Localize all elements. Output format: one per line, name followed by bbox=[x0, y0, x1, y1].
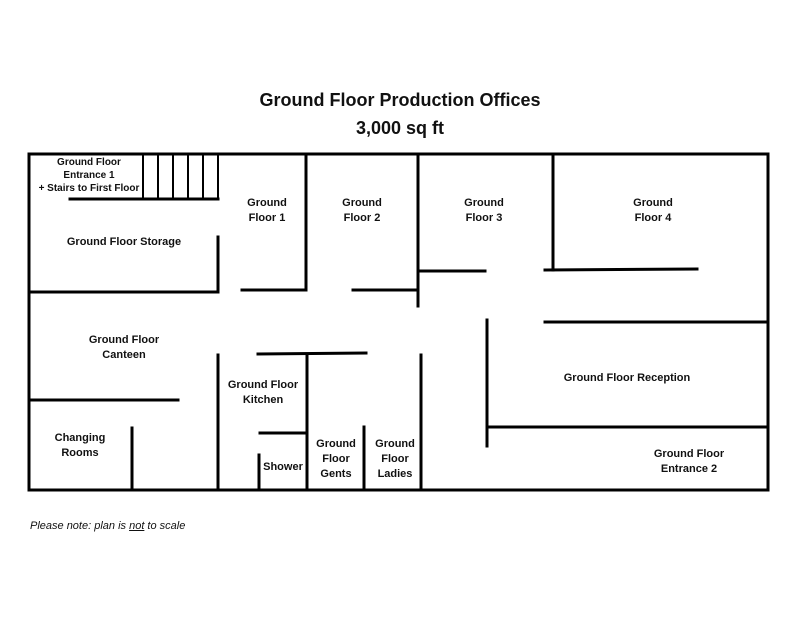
room-shower-label: Shower bbox=[263, 461, 303, 473]
room-reception-label: Ground Floor Reception bbox=[563, 372, 691, 384]
plan-area: 3,000 sq ft bbox=[355, 118, 445, 138]
plan-title: Ground Floor Production Offices bbox=[259, 90, 541, 110]
scale-note: Please note: plan is not to scale bbox=[30, 520, 186, 532]
wall-floor4 bbox=[543, 267, 699, 272]
wall-kitchen bbox=[256, 351, 368, 356]
room-storage-label: Ground Floor Storage bbox=[66, 236, 182, 248]
